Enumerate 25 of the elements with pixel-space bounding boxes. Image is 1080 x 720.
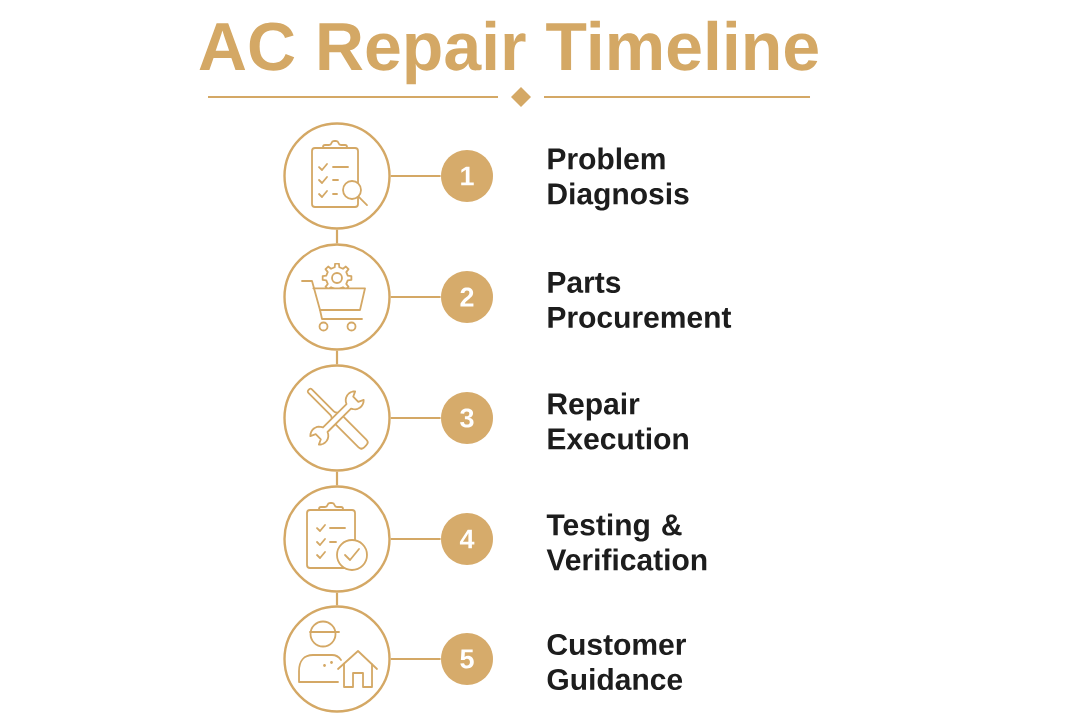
step-label: Repair Execution (548, 392, 688, 450)
connector-line (390, 174, 441, 178)
connector-line (335, 350, 339, 365)
connector-line (335, 471, 339, 486)
icon-circle (283, 485, 391, 593)
step-label: Problem Diagnosis (548, 147, 689, 211)
connector-line (390, 537, 441, 541)
icon-circle (283, 364, 391, 472)
connector-line (390, 295, 441, 299)
connector-line (335, 592, 339, 606)
step-number: 3 (441, 392, 493, 444)
connector-line (390, 416, 441, 420)
connector-line (335, 229, 339, 244)
step-number: 1 (441, 150, 493, 202)
step-number: 4 (441, 513, 493, 565)
icon-circle (283, 243, 391, 351)
step-label: Customer Guidance (547, 633, 686, 691)
icon-circle (283, 605, 391, 713)
title: AC Repair Timeline (199, 20, 818, 85)
step-label: Parts Procurement (548, 272, 732, 328)
step-label: Testing & Verification (546, 513, 707, 571)
icon-circle (283, 122, 391, 230)
step-number: 5 (441, 633, 493, 685)
step-number: 2 (441, 271, 493, 323)
connector-line (390, 657, 441, 661)
